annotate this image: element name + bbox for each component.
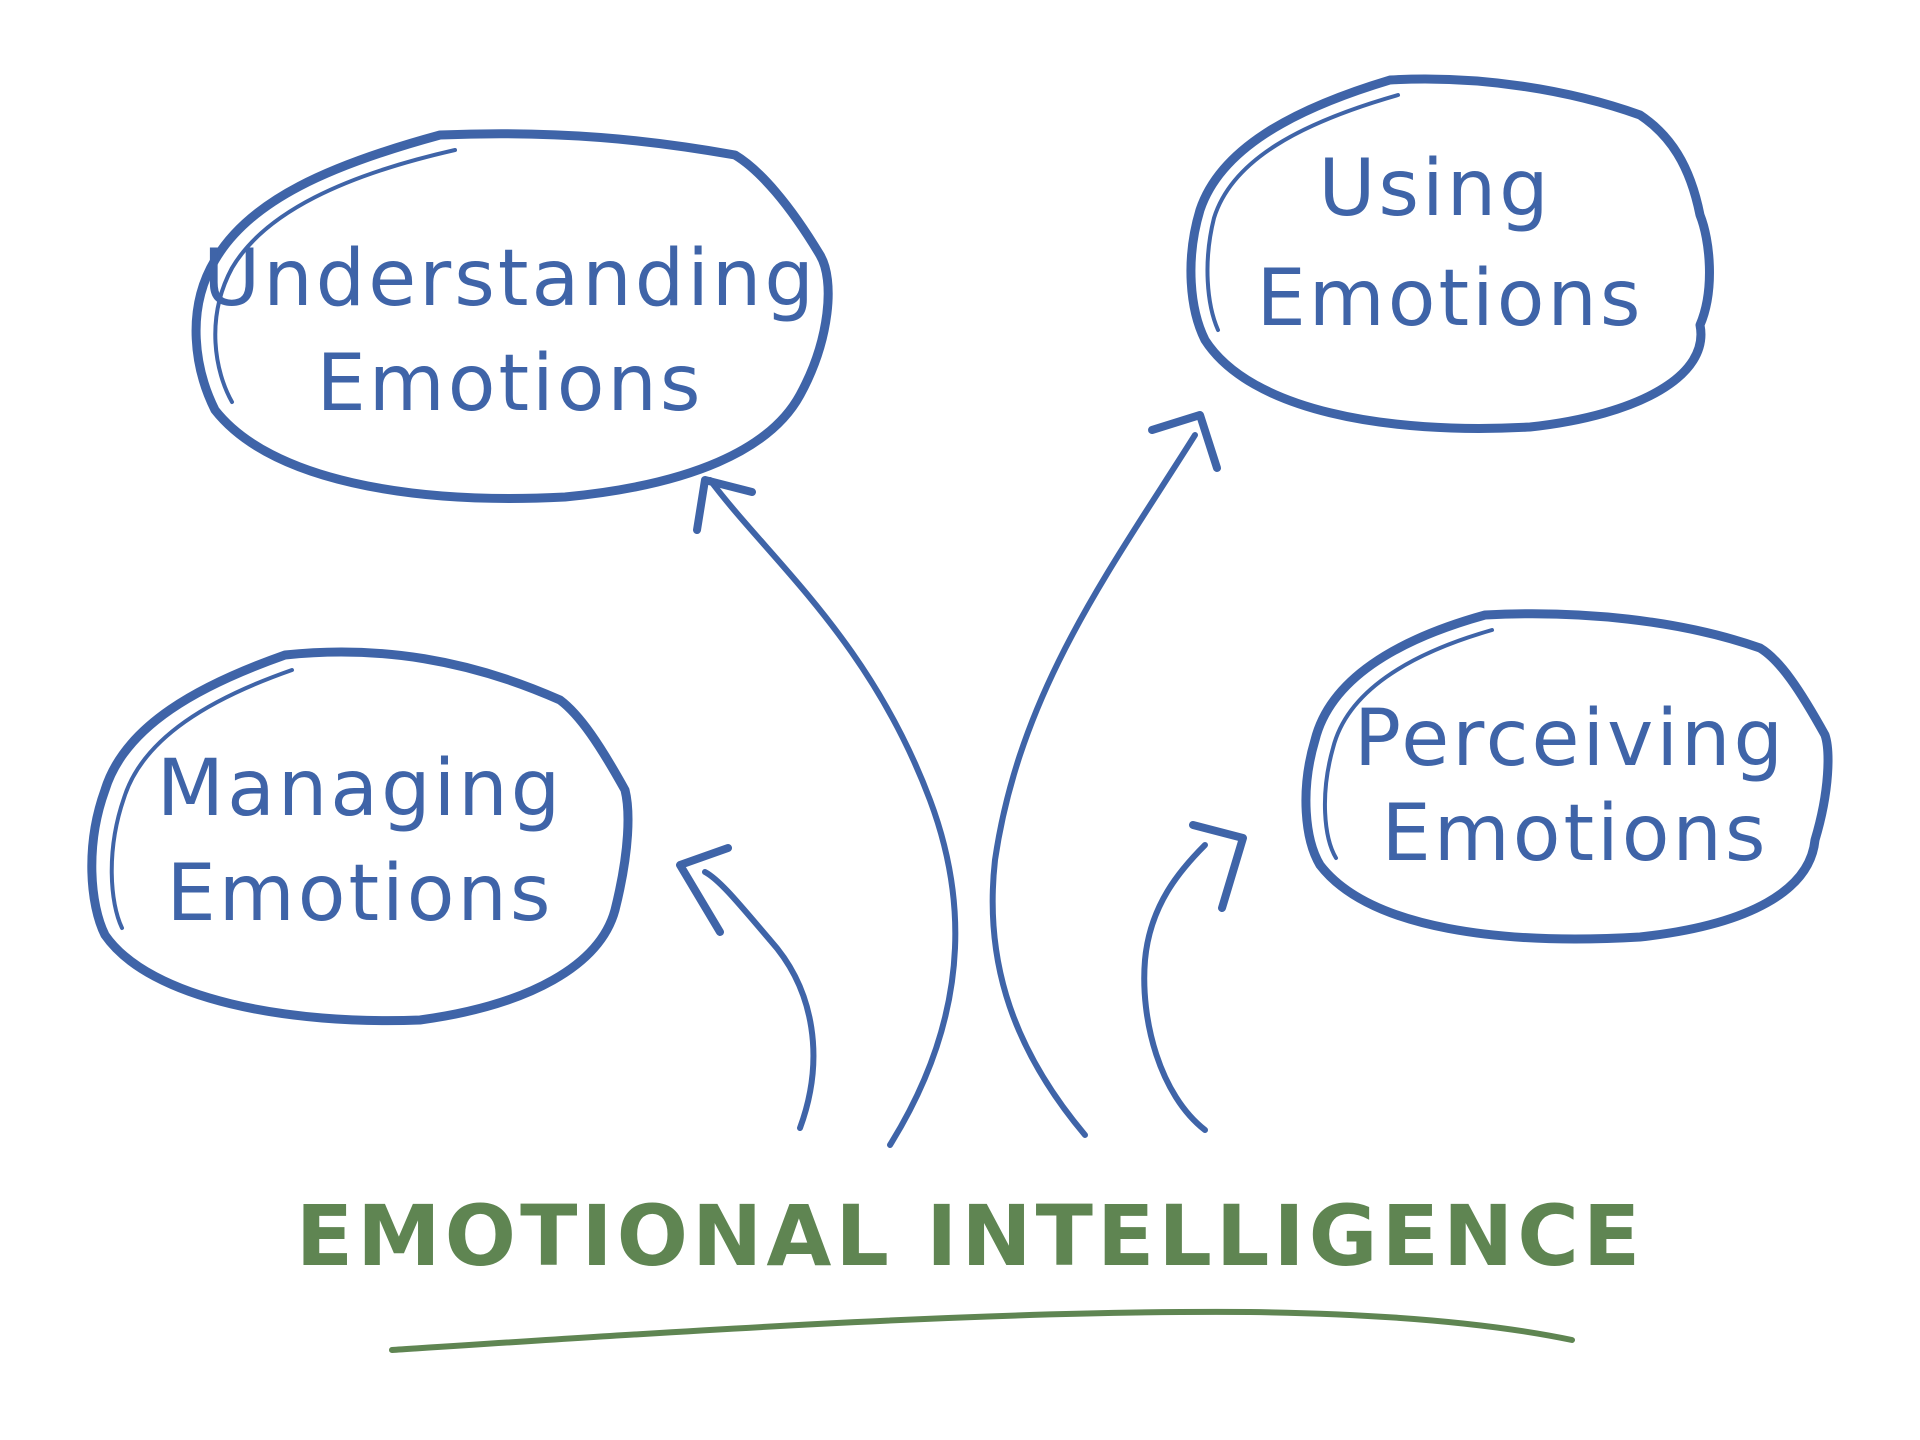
using-label-line2: Emotions [1256, 254, 1643, 344]
arrowhead-perceiving [1189, 821, 1247, 912]
using-bubble-inner [1205, 93, 1400, 332]
understanding-bubble-inner [213, 148, 457, 404]
managing-label-line1: Managing [157, 744, 563, 834]
using-bubble [1186, 74, 1714, 433]
perceiving-bubble [1301, 609, 1833, 944]
understanding-bubble [191, 129, 833, 503]
arrow-to-managing [702, 869, 817, 1131]
node-perceiving-emotions: Perceiving Emotions [1301, 609, 1833, 944]
node-understanding-emotions: Understanding Emotions [191, 129, 833, 503]
arrowhead-using [1148, 411, 1221, 472]
arrowhead-managing [676, 844, 732, 936]
understanding-label-line2: Emotions [316, 339, 703, 429]
perceiving-label-line1: Perceiving [1354, 694, 1786, 784]
managing-bubble-inner [109, 668, 294, 930]
managing-bubble [87, 647, 633, 1026]
arrow-to-perceiving [1141, 842, 1208, 1133]
node-managing-emotions: Managing Emotions [87, 647, 633, 1026]
node-using-emotions: Using Emotions [1186, 74, 1714, 433]
managing-label-line2: Emotions [166, 849, 553, 939]
arrows [676, 411, 1247, 1148]
perceiving-label-line2: Emotions [1381, 789, 1768, 879]
title-group: EMOTIONAL INTELLIGENCE [296, 1187, 1645, 1353]
title-underline [389, 1308, 1575, 1353]
using-label-line1: Using [1318, 144, 1551, 234]
understanding-label-line1: Understanding [203, 234, 817, 324]
arrow-to-using [989, 432, 1198, 1138]
arrowhead-understanding [693, 476, 756, 534]
diagram-title: EMOTIONAL INTELLIGENCE [296, 1187, 1645, 1285]
perceiving-bubble-inner [1322, 628, 1494, 860]
arrow-to-understanding [707, 477, 959, 1148]
